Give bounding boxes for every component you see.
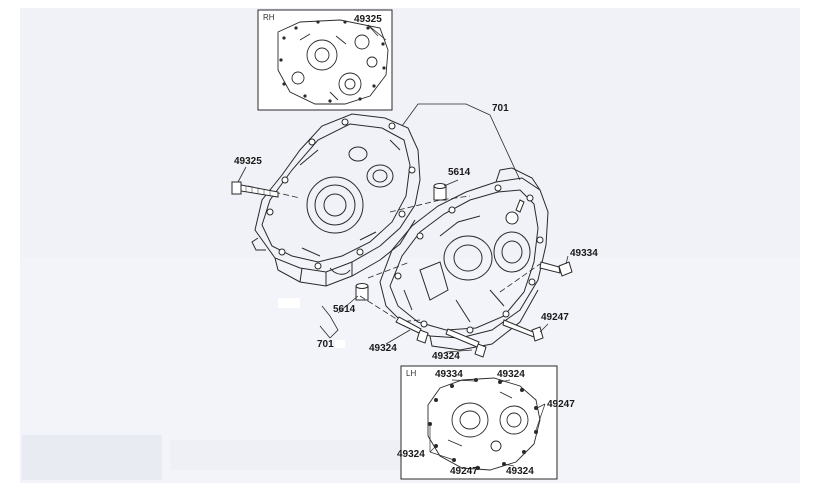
lh-inset-part-49324-left: 49324 [397,449,425,460]
assembly-centerlines [247,185,541,349]
lh-inset-part-49247-bottom: 49247 [450,466,478,477]
bolt-49334 [539,261,573,277]
rh-inset-bolts [279,20,386,103]
lh-inset-tag: LH [406,369,417,378]
stud-bolt [515,199,525,213]
part-number-5614-top: 5614 [448,167,471,178]
lh-inset-part-49324-bottom: 49324 [506,466,534,477]
part-number-701-bottom: 701 [317,339,334,350]
rh-inset-crankcase [277,19,389,105]
part-number-49325: 49325 [234,156,262,167]
part-number-rh-inset: 49325 [354,14,382,25]
leader-lines [237,103,569,353]
bolt-49247 [502,319,544,342]
lh-case-bolt-holes [394,184,544,334]
bolt-49324-left [395,316,429,344]
mask-strip [335,340,345,348]
part-number-701-top: 701 [492,103,509,114]
rh-crankcase-half [251,113,421,287]
part-number-49247: 49247 [541,312,569,323]
part-number-49324-left: 49324 [369,343,397,354]
dowel-pin-lower [355,283,369,301]
lh-inset-leaders [429,379,546,469]
lh-inset-part-49324-top: 49324 [497,369,525,380]
bolt-49325 [231,181,279,198]
rh-inset-leader [367,24,387,41]
bolt-49324-mid [445,328,487,358]
lh-inset-part-49334: 49334 [435,369,463,380]
dowel-pin-upper [433,183,447,201]
oil-plug [505,211,519,225]
rh-case-bolt-holes [266,118,416,270]
mask-strip [278,298,300,308]
lh-inset-frame [400,365,558,480]
part-number-49334: 49334 [570,248,598,259]
part-number-5614-bottom: 5614 [333,304,356,315]
part-number-49324-mid: 49324 [432,351,460,362]
lh-inset-part-49247-right: 49247 [547,399,575,410]
rh-inset-tag: RH [263,13,275,22]
